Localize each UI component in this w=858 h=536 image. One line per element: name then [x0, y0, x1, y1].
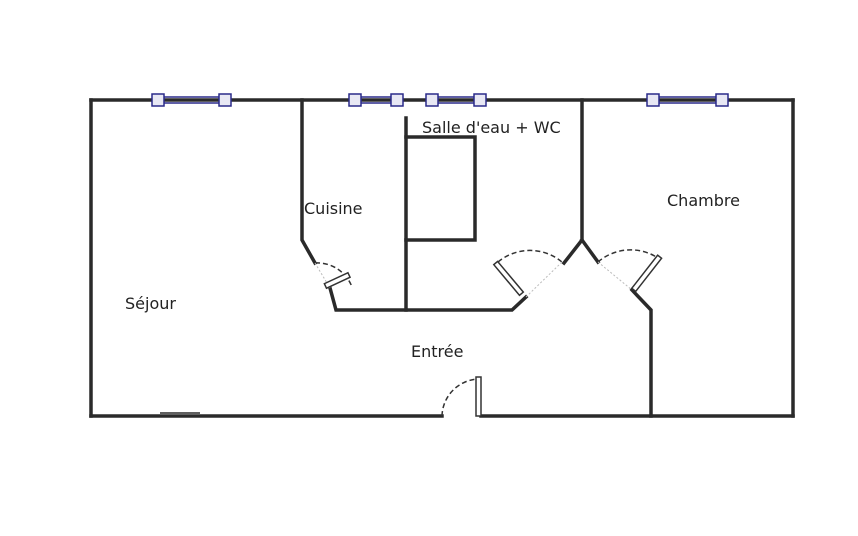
room-label-salle-deau: Salle d'eau + WC [422, 118, 561, 137]
interior-walls [300, 98, 653, 418]
window-chambre [646, 93, 729, 107]
windows [151, 93, 729, 107]
window-cuisine [348, 93, 404, 107]
outer-walls [89, 98, 795, 418]
doors [314, 249, 663, 417]
room-label-chambre: Chambre [667, 191, 740, 210]
door-cuisine [314, 262, 353, 290]
door-chambre [597, 249, 663, 293]
room-labels: Séjour Cuisine Salle d'eau + WC Chambre … [125, 118, 740, 361]
door-entree [441, 376, 482, 417]
room-label-entree: Entrée [411, 342, 463, 361]
door-salle-deau [492, 249, 563, 298]
room-label-cuisine: Cuisine [304, 199, 363, 218]
room-label-sejour: Séjour [125, 294, 176, 313]
window-sejour [151, 93, 232, 107]
window-salle-deau [425, 93, 487, 107]
